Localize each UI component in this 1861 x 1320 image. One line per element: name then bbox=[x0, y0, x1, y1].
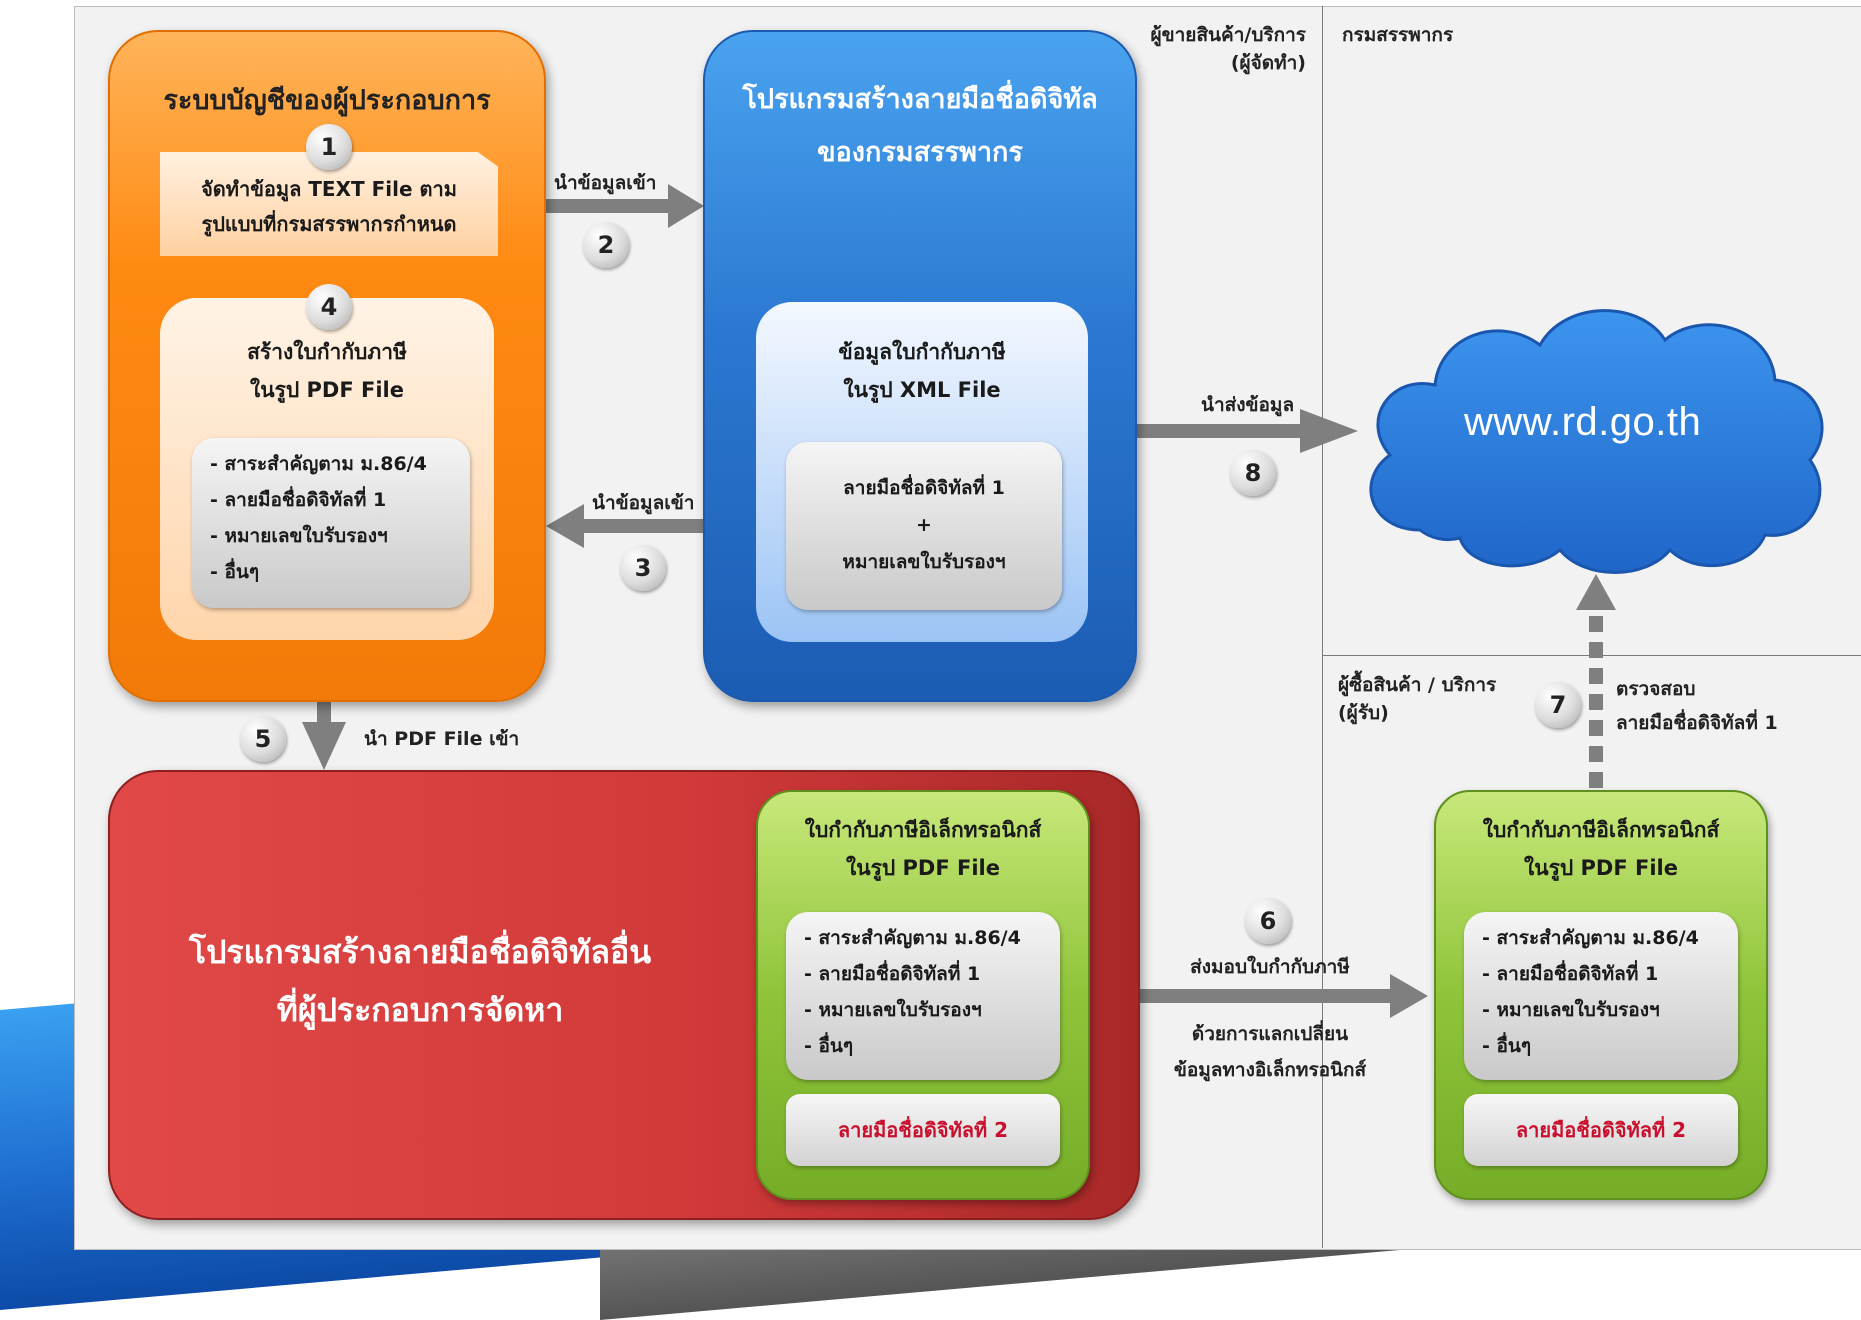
list-item: - อื่นๆ bbox=[804, 1035, 854, 1058]
e-tax-seller-contents-list: - สาระสำคัญตาม ม.86/4 - ลายมือชื่อดิจิทั… bbox=[786, 912, 1060, 1080]
list-item: ลายมือชื่อดิจิทัลที่ 1 bbox=[843, 477, 1005, 499]
arrow-step-8 bbox=[1090, 409, 1358, 453]
label-deliver-line2: ด้วยการแลกเปลี่ยน bbox=[1191, 1023, 1349, 1045]
other-digital-signature-program-title: โปรแกรมสร้างลายมือชื่อดิจิทัลอื่น ที่ผู้… bbox=[160, 924, 680, 1039]
e-tax-seller-title-line2: ในรูป PDF File bbox=[846, 855, 1000, 880]
text-file-line2: รูปแบบที่กรมสรรพากรกำหนด bbox=[201, 212, 457, 236]
other-program-title-line2: ที่ผู้ประกอบการจัดหา bbox=[276, 990, 564, 1029]
e-tax-buyer-title-line1: ใบกำกับภาษีอิเล็กทรอนิกส์ bbox=[1482, 818, 1720, 842]
operator-accounting-system-title: ระบบบัญชีของผู้ประกอบการ bbox=[163, 85, 491, 116]
step-2-badge: 2 bbox=[583, 222, 629, 268]
section-label-revenue-dept: กรมสรรพากร bbox=[1342, 24, 1454, 46]
arrow-step-6 bbox=[1088, 974, 1428, 1018]
list-item: - ลายมือชื่อดิจิทัลที่ 1 bbox=[804, 963, 981, 986]
xml-invoice-data-title: ข้อมูลใบกำกับภาษี ในรูป XML File bbox=[756, 334, 1088, 410]
xml-title-line2: ในรูป XML File bbox=[843, 377, 1001, 402]
e-tax-invoice-buyer-title: ใบกำกับภาษีอิเล็กทรอนิกส์ ในรูป PDF File bbox=[1434, 812, 1768, 888]
list-item: หมายเลขใบรับรองฯ bbox=[842, 551, 1006, 574]
label-deliver-invoice-6-bottom: ด้วยการแลกเปลี่ยน ข้อมูลทางอิเล็กทรอนิกส… bbox=[1150, 1016, 1390, 1088]
list-item: - สาระสำคัญตาม ม.86/4 bbox=[1482, 927, 1699, 949]
step-4-badge: 4 bbox=[306, 284, 352, 330]
step-5-badge: 5 bbox=[240, 716, 286, 762]
step-1-badge: 1 bbox=[306, 124, 352, 170]
cloud-icon bbox=[1369, 309, 1824, 574]
e-tax-buyer-contents-list: - สาระสำคัญตาม ม.86/4 - ลายมือชื่อดิจิทั… bbox=[1464, 912, 1738, 1080]
list-item: - ลายมือชื่อดิจิทัลที่ 1 bbox=[1482, 963, 1659, 986]
list-item: - ลายมือชื่อดิจิทัลที่ 1 bbox=[210, 489, 387, 512]
e-tax-seller-title-line1: ใบกำกับภาษีอิเล็กทรอนิกส์ bbox=[804, 818, 1042, 842]
section-label-seller: ผู้ขายสินค้า/บริการ (ผู้จัดทำ) bbox=[1136, 22, 1306, 77]
rd-program-title-line2: ของกรมสรรพากร bbox=[817, 136, 1023, 168]
digital-signature-2-buyer: ลายมือชื่อดิจิทัลที่ 2 bbox=[1464, 1094, 1738, 1166]
rd-program-title-line1: โปรแกรมสร้างลายมือชื่อดิจิทัล bbox=[742, 84, 1098, 115]
step-3-badge: 3 bbox=[620, 545, 666, 591]
e-tax-buyer-title-line2: ในรูป PDF File bbox=[1524, 855, 1678, 880]
label-verify-signature-7: ตรวจสอบ ลายมือชื่อดิจิทัลที่ 1 bbox=[1616, 672, 1778, 740]
pdf-invoice-creation-title: สร้างใบกำกับภาษี ในรูป PDF File bbox=[160, 334, 494, 410]
xml-signature-contents: ลายมือชื่อดิจิทัลที่ 1 + หมายเลขใบรับรอง… bbox=[786, 442, 1062, 610]
label-send-data-8: นำส่งข้อมูล bbox=[1201, 394, 1295, 416]
other-program-title-line1: โปรแกรมสร้างลายมือชื่อดิจิทัลอื่น bbox=[188, 933, 652, 971]
step-6-badge: 6 bbox=[1245, 898, 1291, 944]
section-label-buyer-line2: (ผู้รับ) bbox=[1338, 701, 1389, 724]
list-item: - หมายเลขใบรับรองฯ bbox=[804, 999, 982, 1022]
arrow-step-7 bbox=[1576, 574, 1616, 788]
rd-digital-signature-program-title: โปรแกรมสร้างลายมือชื่อดิจิทัล ของกรมสรรพ… bbox=[703, 74, 1137, 179]
list-item: - อื่นๆ bbox=[210, 561, 260, 584]
section-label-seller-line1: ผู้ขายสินค้า/บริการ bbox=[1150, 24, 1306, 46]
step-8-badge: 8 bbox=[1230, 450, 1276, 496]
label-verify-line1: ตรวจสอบ bbox=[1616, 678, 1696, 700]
pdf-invoice-creation-title-line2: ในรูป PDF File bbox=[250, 377, 404, 402]
label-import-pdf-5: นำ PDF File เข้า bbox=[364, 728, 520, 750]
list-item: - สาระสำคัญตาม ม.86/4 bbox=[210, 453, 427, 475]
pdf-invoice-contents-list: - สาระสำคัญตาม ม.86/4 - ลายมือชื่อดิจิทั… bbox=[192, 438, 470, 608]
section-label-buyer: ผู้ซื้อสินค้า / บริการ (ผู้รับ) bbox=[1338, 672, 1496, 727]
list-item: - หมายเลขใบรับรองฯ bbox=[1482, 999, 1660, 1022]
list-item: - อื่นๆ bbox=[1482, 1035, 1532, 1058]
list-item: - หมายเลขใบรับรองฯ bbox=[210, 525, 388, 548]
label-verify-line2: ลายมือชื่อดิจิทัลที่ 1 bbox=[1616, 712, 1778, 735]
section-divider-vertical bbox=[1322, 6, 1323, 1248]
list-item: - สาระสำคัญตาม ม.86/4 bbox=[804, 927, 1021, 949]
rd-website-url: www.rd.go.th bbox=[1464, 400, 1702, 444]
xml-title-line1: ข้อมูลใบกำกับภาษี bbox=[838, 340, 1006, 364]
pdf-invoice-creation-title-line1: สร้างใบกำกับภาษี bbox=[247, 340, 407, 364]
label-import-data-2: นำข้อมูลเข้า bbox=[554, 172, 657, 194]
label-deliver-invoice-6-top: ส่งมอบใบกำกับภาษี bbox=[1190, 956, 1350, 978]
e-tax-invoice-seller-title: ใบกำกับภาษีอิเล็กทรอนิกส์ ในรูป PDF File bbox=[756, 812, 1090, 888]
text-file-line1: จัดทำข้อมูล TEXT File ตาม bbox=[201, 177, 457, 201]
section-label-seller-line2: (ผู้จัดทำ) bbox=[1230, 51, 1306, 74]
step-7-badge: 7 bbox=[1535, 682, 1581, 728]
label-import-data-3: นำข้อมูลเข้า bbox=[592, 492, 695, 514]
digital-signature-2-seller: ลายมือชื่อดิจิทัลที่ 2 bbox=[786, 1094, 1060, 1166]
list-item: + bbox=[916, 514, 932, 537]
label-deliver-line3: ข้อมูลทางอิเล็กทรอนิกส์ bbox=[1173, 1059, 1367, 1082]
section-label-buyer-line1: ผู้ซื้อสินค้า / บริการ bbox=[1338, 674, 1497, 696]
